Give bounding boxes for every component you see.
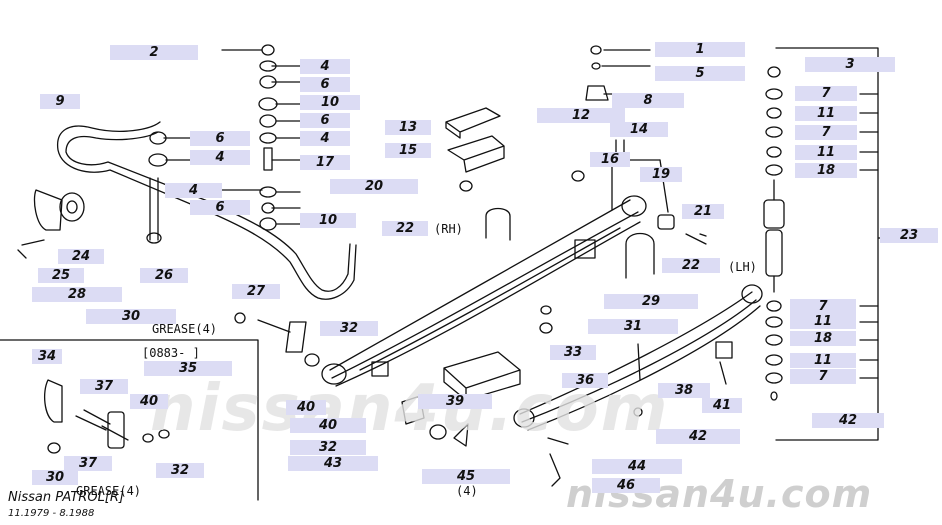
callout-6[interactable]: 6: [190, 131, 250, 146]
callout-40[interactable]: 40: [290, 418, 366, 433]
callout-7[interactable]: 7: [795, 125, 857, 140]
callout-6[interactable]: 6: [300, 77, 350, 92]
callout-8[interactable]: 8: [612, 93, 684, 108]
callout-46[interactable]: 46: [592, 478, 660, 493]
callout-37[interactable]: 37: [80, 379, 128, 394]
callout-29[interactable]: 29: [604, 294, 698, 309]
callout-7[interactable]: 7: [790, 299, 856, 314]
lh-note: (LH): [728, 260, 757, 274]
callout-9[interactable]: 9: [40, 94, 80, 109]
callout-11[interactable]: 11: [795, 106, 857, 121]
callout-4[interactable]: 4: [300, 131, 350, 146]
callout-44[interactable]: 44: [592, 459, 682, 474]
callout-11[interactable]: 11: [790, 353, 856, 368]
callout-24[interactable]: 24: [58, 249, 104, 264]
callout-11[interactable]: 11: [795, 145, 857, 160]
callout-20[interactable]: 20: [330, 179, 418, 194]
callout-40[interactable]: 40: [130, 394, 168, 409]
callout-37[interactable]: 37: [64, 456, 112, 471]
grease-note-2: GREASE(4): [76, 484, 142, 498]
callout-5[interactable]: 5: [655, 66, 745, 81]
stabilizer-bar: [57, 121, 357, 300]
brand-label: Nissan PATROL[R]: [8, 490, 124, 505]
callout-36[interactable]: 36: [562, 373, 608, 388]
bar-bracket: [33, 189, 63, 231]
inset-box: [0, 339, 259, 501]
callout-33[interactable]: 33: [550, 345, 596, 360]
leaf-spring-rh: [329, 199, 641, 387]
inset-code: [0883- ]: [142, 346, 200, 360]
callout-32[interactable]: 32: [156, 463, 204, 478]
leaf-spring-lh: [519, 291, 761, 431]
callout-7[interactable]: 7: [795, 86, 857, 101]
callout-40[interactable]: 40: [286, 400, 326, 415]
callout-19[interactable]: 19: [640, 167, 682, 182]
callout-43[interactable]: 43: [288, 456, 378, 471]
callout-14[interactable]: 14: [610, 122, 668, 137]
shock-absorber: [763, 199, 785, 229]
callout-27[interactable]: 27: [232, 284, 280, 299]
callout-7[interactable]: 7: [790, 369, 856, 384]
callout-34[interactable]: 34: [32, 349, 62, 364]
callout-45[interactable]: 45: [422, 469, 510, 484]
callout-42[interactable]: 42: [656, 429, 740, 444]
callout-25[interactable]: 25: [38, 268, 84, 283]
callout-21[interactable]: 21: [682, 204, 724, 219]
callout-18[interactable]: 18: [790, 331, 856, 346]
callout-26[interactable]: 26: [140, 268, 188, 283]
callout-42[interactable]: 42: [812, 413, 884, 428]
date-range: 11.1979 - 8.1988: [8, 508, 95, 519]
callout-22[interactable]: 22: [382, 221, 428, 236]
callout-4[interactable]: 4: [300, 59, 350, 74]
callout-6[interactable]: 6: [300, 113, 350, 128]
rh-note: (RH): [434, 222, 463, 236]
callout-4[interactable]: 4: [165, 183, 222, 198]
callout-15[interactable]: 15: [385, 143, 431, 158]
callout-23[interactable]: 23: [880, 228, 938, 243]
callout-12[interactable]: 12: [537, 108, 625, 123]
callout-6[interactable]: 6: [190, 200, 250, 215]
callout-38[interactable]: 38: [658, 383, 710, 398]
callout-10[interactable]: 10: [300, 95, 360, 110]
callout-16[interactable]: 16: [590, 152, 630, 167]
callout-2[interactable]: 2: [110, 45, 198, 60]
callout-31[interactable]: 31: [588, 319, 678, 334]
callout-4[interactable]: 4: [190, 150, 250, 165]
callout-30[interactable]: 30: [32, 470, 78, 485]
callout-13[interactable]: 13: [385, 120, 431, 135]
callout-32[interactable]: 32: [320, 321, 378, 336]
callout-18[interactable]: 18: [795, 163, 857, 178]
callout-35[interactable]: 35: [144, 361, 232, 376]
callout-3[interactable]: 3: [805, 57, 895, 72]
callout-32[interactable]: 32: [290, 440, 366, 455]
callout-17[interactable]: 17: [300, 155, 350, 170]
callout-28[interactable]: 28: [32, 287, 122, 302]
qty-note-45: (4): [456, 484, 478, 498]
grease-note-1: GREASE(4): [152, 322, 218, 336]
callout-41[interactable]: 41: [702, 398, 742, 413]
callout-39[interactable]: 39: [418, 394, 492, 409]
callout-22[interactable]: 22: [662, 258, 720, 273]
callout-11[interactable]: 11: [790, 314, 856, 329]
callout-1[interactable]: 1: [655, 42, 745, 57]
callout-10[interactable]: 10: [300, 213, 356, 228]
callout-30[interactable]: 30: [86, 309, 176, 324]
